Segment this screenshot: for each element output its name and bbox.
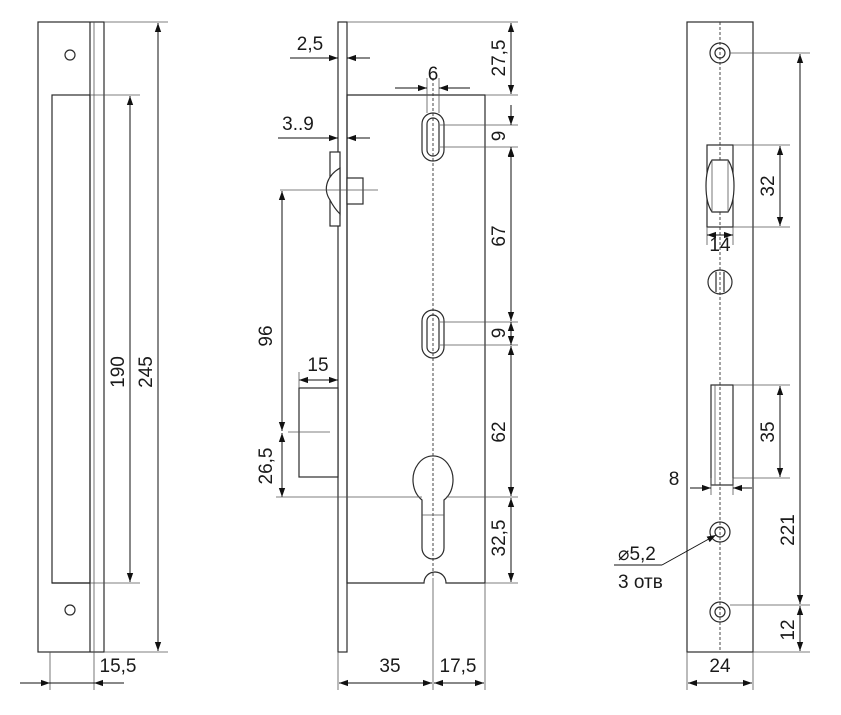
dim-label-9-top: 9 <box>489 131 510 142</box>
dim-label-17-5: 17,5 <box>440 656 477 677</box>
hole-bottom <box>709 601 731 623</box>
dim-label-96: 96 <box>256 325 277 346</box>
mounting-hole-bottom <box>64 604 76 616</box>
dim-label-62: 62 <box>489 421 510 442</box>
dim-label-67: 67 <box>489 225 510 246</box>
hole-diameter-label: ⌀5,2 <box>618 544 656 565</box>
dim-label-245: 245 <box>136 356 157 388</box>
dim-label-6: 6 <box>428 64 439 85</box>
slot-top <box>421 112 445 162</box>
dim-label-12: 12 <box>778 619 799 640</box>
lock-case-outline <box>346 94 486 584</box>
dim-label-15-5: 15,5 <box>100 656 137 677</box>
latch-mechanism <box>280 151 378 227</box>
dim-label-35-backset: 35 <box>379 656 400 677</box>
middle-view-lock-body: 2,5 6 3..9 96 15 26,5 27,5 9 67 9 62 <box>256 21 518 690</box>
dim-label-35-window: 35 <box>758 421 779 442</box>
slot-bottom <box>421 309 445 359</box>
latch-window <box>705 144 735 228</box>
dim-label-26-5: 26,5 <box>256 448 277 485</box>
dim-label-221: 221 <box>778 514 799 546</box>
cylinder-cutout <box>412 455 454 560</box>
dim-label-8: 8 <box>669 469 680 490</box>
left-view-face-plate: 190 245 15,5 <box>20 21 168 690</box>
face-plate-outline <box>37 21 105 653</box>
bolt-box <box>298 387 339 478</box>
dim-label-9-bottom: 9 <box>489 328 510 339</box>
face-plate-side <box>337 21 348 653</box>
bolt-window <box>710 384 734 486</box>
dim-label-27-5: 27,5 <box>489 40 510 77</box>
dim-label-15: 15 <box>307 355 328 376</box>
dim-label-24: 24 <box>709 656 731 677</box>
dim-label-32: 32 <box>758 175 779 196</box>
mounting-hole-top <box>64 49 76 61</box>
dim-label-2-5: 2,5 <box>297 34 323 55</box>
hole-count-label: 3 отв <box>618 572 663 593</box>
hole-middle <box>709 521 731 543</box>
inner-body-outline <box>51 94 91 584</box>
dim-label-190: 190 <box>108 356 129 388</box>
dim-label-14: 14 <box>709 235 731 256</box>
right-view-front-plate: 32 14 35 8 221 12 24 ⌀5,2 3 отв <box>614 21 810 690</box>
adjust-screw <box>707 269 733 295</box>
dim-label-32-5: 32,5 <box>489 520 510 557</box>
dim-label-3-9: 3..9 <box>282 114 314 135</box>
